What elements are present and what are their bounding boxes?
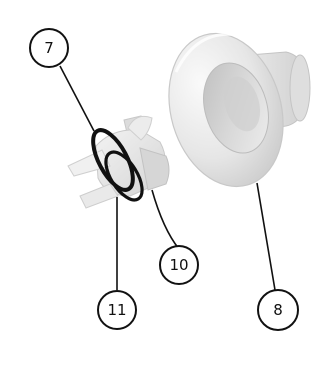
part-7-oring: [91, 128, 135, 192]
callout-10-label: 10: [169, 256, 188, 274]
callout-11-label: 11: [107, 301, 126, 319]
callout-7: 7: [29, 28, 69, 68]
part-11-oring: [104, 150, 144, 202]
leader-7: [59, 65, 95, 132]
callout-11: 11: [97, 290, 137, 330]
leader-8: [256, 182, 276, 291]
leader-10: [151, 189, 180, 250]
callout-8-label: 8: [273, 301, 283, 319]
callout-10: 10: [159, 245, 199, 285]
callout-7-label: 7: [44, 39, 54, 57]
part-8-flange-fitting: [168, 32, 311, 188]
leader-lines: [59, 65, 276, 291]
callout-8: 8: [257, 289, 299, 331]
